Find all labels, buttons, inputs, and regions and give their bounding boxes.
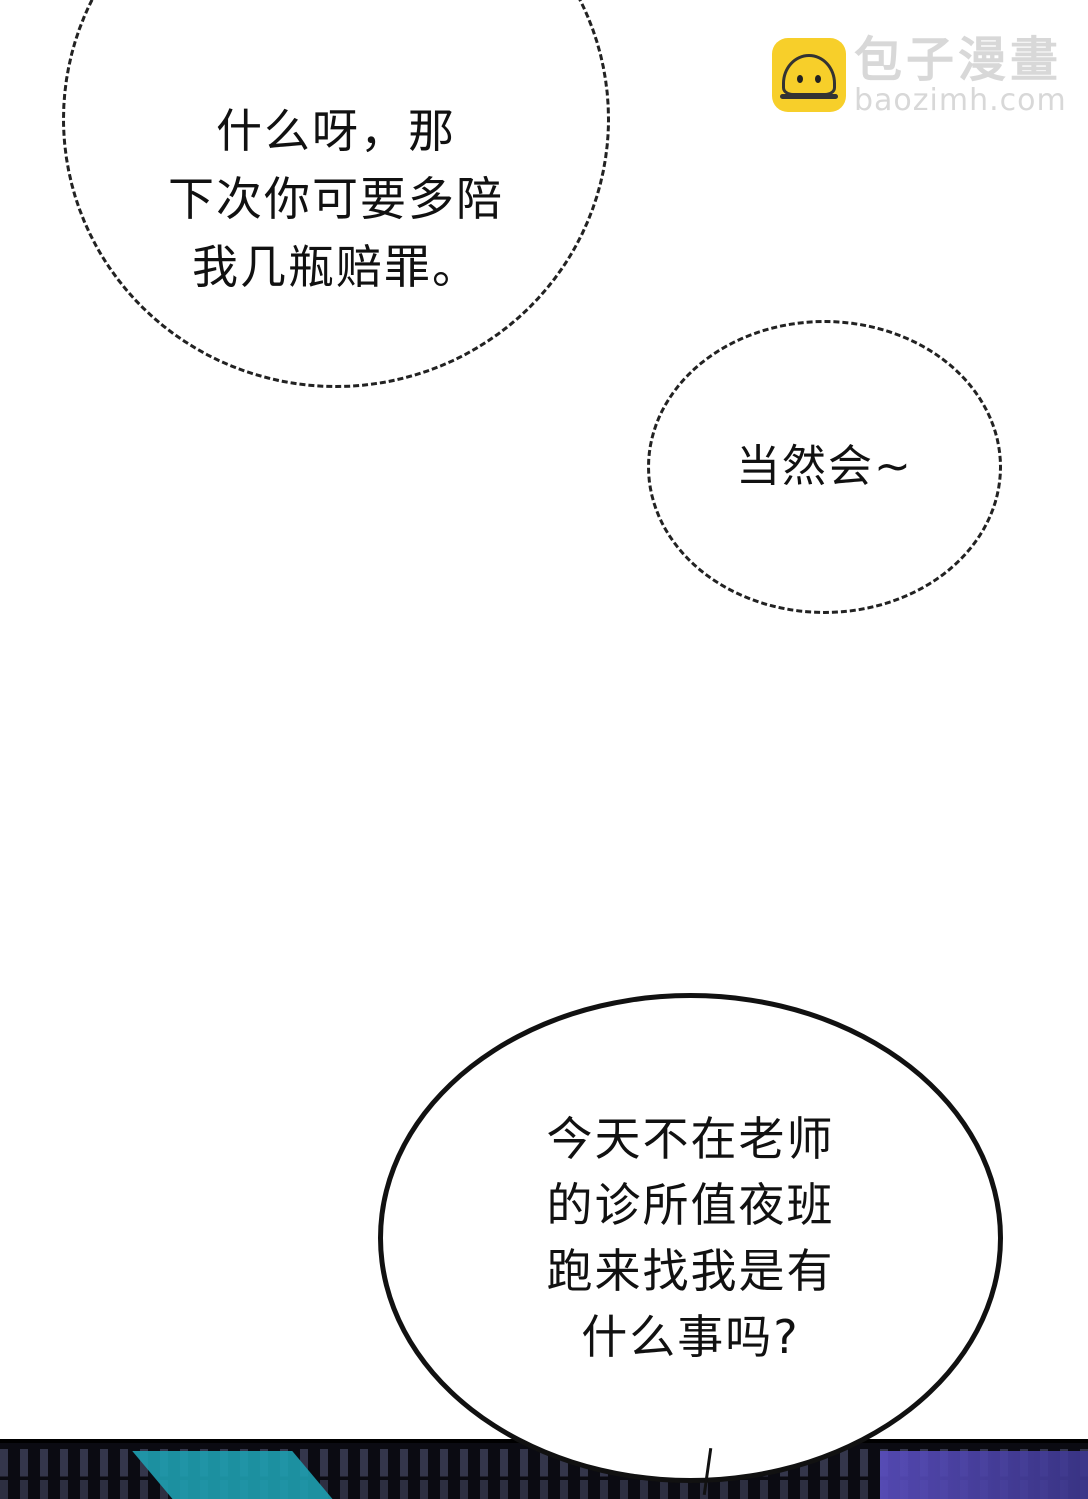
bubble-text: 今天不在老师 的诊所值夜班 跑来找我是有 什么事吗? (546, 1112, 835, 1364)
watermark-logo: 包子漫畫 baozimh.com (772, 34, 1067, 116)
speech-bubble-dashed-1: 什么呀，那 下次你可要多陪 我几瓶赔罪。 (62, 0, 610, 388)
watermark-title: 包子漫畫 (854, 32, 1063, 88)
bubble-text: 什么呀，那 下次你可要多陪 我几瓶赔罪。 (168, 104, 504, 294)
steamed-bun-icon (772, 38, 846, 112)
bubble-text: 当然会~ (736, 441, 913, 492)
purple-neon-sign (880, 1451, 1088, 1499)
speech-bubble-dashed-2: 当然会~ (647, 320, 1002, 614)
speech-bubble-solid: 今天不在老师 的诊所值夜班 跑来找我是有 什么事吗? (378, 993, 1003, 1483)
watermark-domain: baozimh.com (854, 83, 1067, 118)
